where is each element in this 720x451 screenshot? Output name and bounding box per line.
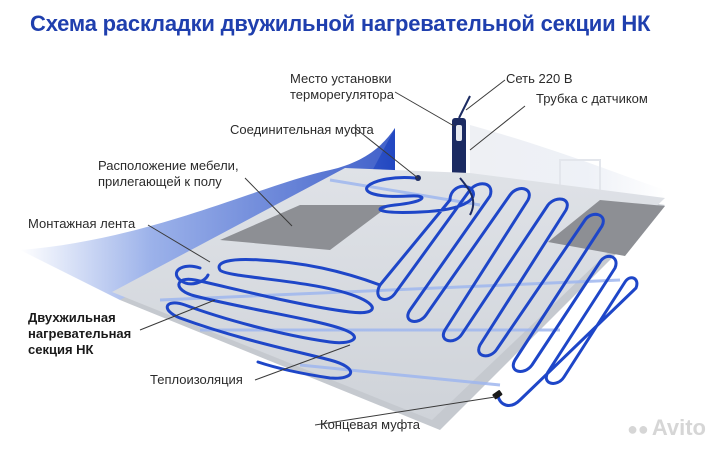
furniture-left — [220, 205, 390, 250]
avito-watermark: ●●Avito — [627, 415, 706, 440]
end-sleeve — [492, 390, 503, 400]
label-power: Сеть 220 В — [506, 71, 573, 86]
avito-logo-icon: ●● — [627, 419, 649, 439]
heating-cable — [166, 176, 639, 407]
label-sensor-tube: Трубка с датчиком — [536, 91, 648, 106]
leader-lines — [139, 79, 526, 426]
label-insulation: Теплоизоляция — [150, 372, 243, 387]
page-title: Схема раскладки двужильной нагревательно… — [30, 11, 651, 36]
label-end-sleeve: Концевая муфта — [320, 417, 421, 432]
label-heating-section: Двухжильная нагревательная секция НК — [28, 310, 132, 357]
label-connecting-sleeve: Соединительная муфта — [230, 122, 374, 137]
sensor-tube — [459, 177, 475, 216]
label-thermostat-place: Место установки терморегулятора — [290, 71, 394, 102]
thermostat-box — [452, 118, 466, 178]
furniture-right — [548, 200, 665, 256]
label-mounting-tape: Монтажная лента — [28, 216, 136, 231]
label-furniture: Расположение мебели, прилегающей к полу — [98, 158, 239, 189]
wall-swoosh — [20, 128, 395, 300]
